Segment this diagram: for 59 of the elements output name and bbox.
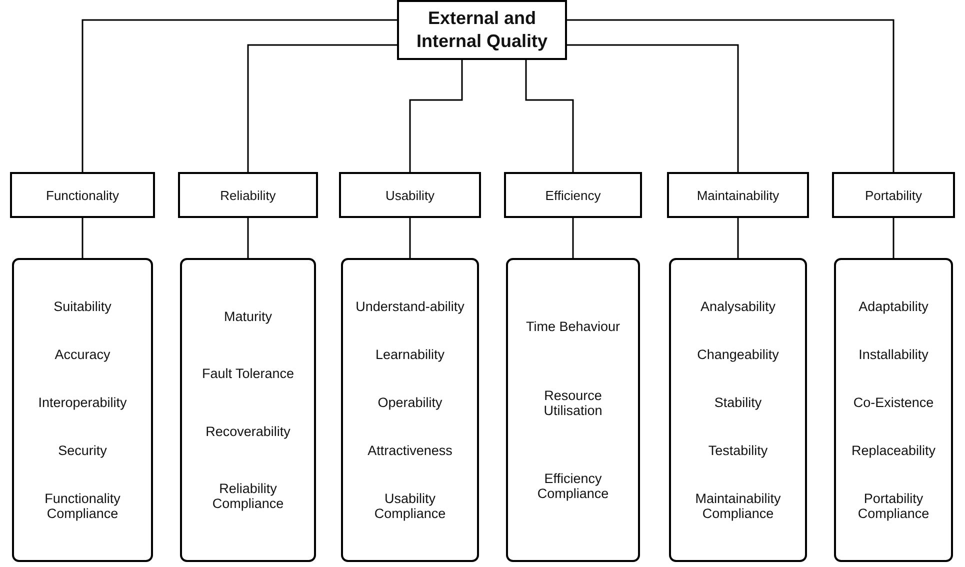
box-title: Usability	[385, 188, 435, 202]
subcharacteristic-box	[341, 258, 479, 562]
subcharacteristic-label: Portability Compliance	[856, 491, 930, 521]
connector-line	[247, 218, 249, 258]
subcharacteristic-label: Efficiency Compliance	[536, 470, 610, 501]
box-title: External and Internal Quality	[415, 6, 549, 53]
subcharacteristic-label: Resource Utilisation	[542, 388, 604, 418]
connector-line	[567, 19, 894, 172]
subcharacteristic-label: Maturity	[224, 308, 272, 324]
connector-line	[409, 60, 463, 172]
subcharacteristic-label: Co-Existence	[853, 395, 934, 410]
subcharacteristic-label: Analysability	[700, 299, 776, 314]
category-box	[832, 172, 955, 218]
subcharacteristic-label: Recoverability	[206, 424, 290, 439]
subcharacteristic-label: Attractiveness	[368, 443, 452, 458]
subcharacteristic-label: Accuracy	[54, 347, 110, 362]
subcharacteristic-label: Functionality Compliance	[44, 491, 122, 521]
subcharacteristic-label: Learnability	[375, 347, 445, 362]
connector-line	[525, 60, 574, 172]
subcharacteristic-box	[669, 258, 807, 562]
subcharacteristic-label: Suitability	[54, 299, 112, 314]
subcharacteristic-label: Interoperability	[38, 395, 127, 410]
connector-line	[737, 218, 739, 258]
subcharacteristic-label: Usability Compliance	[373, 491, 447, 521]
connector-line	[567, 44, 739, 172]
subcharacteristic-label: Stability	[714, 395, 762, 410]
connector-line	[82, 19, 397, 172]
subcharacteristic-label: Installability	[858, 347, 928, 362]
connector-line	[572, 218, 574, 258]
category-box	[667, 172, 809, 218]
subcharacteristic-label: Time Behaviour	[526, 319, 620, 334]
subcharacteristic-box	[834, 258, 953, 562]
subcharacteristic-box	[12, 258, 153, 562]
subcharacteristic-label: Fault Tolerance	[202, 366, 294, 382]
subcharacteristic-label: Reliability Compliance	[211, 481, 285, 512]
subcharacteristic-label: Testability	[708, 443, 768, 458]
subcharacteristic-box	[506, 258, 640, 562]
category-box	[339, 172, 481, 218]
subcharacteristic-label: Changeability	[697, 347, 779, 362]
root-box	[397, 0, 567, 60]
connector-line	[247, 44, 397, 172]
subcharacteristic-label: Replaceability	[851, 443, 936, 458]
connector-line	[82, 218, 84, 258]
box-title: Maintainability	[696, 188, 780, 202]
connector-line	[409, 218, 411, 258]
category-box	[504, 172, 642, 218]
subcharacteristic-box	[180, 258, 316, 562]
subcharacteristic-label: Security	[58, 443, 107, 458]
category-box	[10, 172, 155, 218]
subcharacteristic-label: Adaptability	[858, 299, 928, 314]
box-title: Functionality	[46, 188, 119, 202]
box-title: Reliability	[220, 188, 276, 202]
connector-line	[892, 218, 894, 258]
category-box	[178, 172, 318, 218]
subcharacteristic-label: Maintainability Compliance	[694, 491, 782, 521]
subcharacteristic-label: Understand-ability	[356, 299, 464, 314]
subcharacteristic-label: Operability	[378, 395, 442, 410]
box-title: Efficiency	[545, 188, 601, 202]
box-title: Portability	[864, 188, 922, 202]
